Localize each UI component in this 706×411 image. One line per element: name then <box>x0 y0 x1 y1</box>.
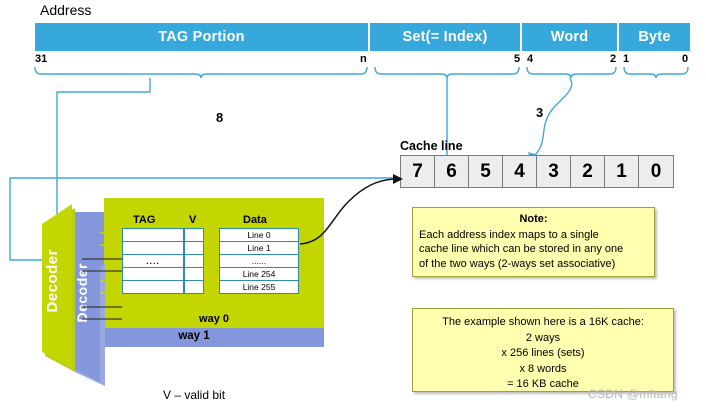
note-mapping: Note: Each address index maps to a singl… <box>412 207 655 277</box>
bit-number-0: 0 <box>682 53 689 65</box>
data-cell-line-255: Line 255 <box>219 280 299 294</box>
cache-line-word-1: 1 <box>605 156 639 187</box>
note-mapping-title: Note: <box>519 213 548 225</box>
note-cache-example: The example shown here is a 16K cache: 2… <box>412 308 674 392</box>
address-field-word: Word <box>522 23 619 51</box>
brace-byte <box>622 66 690 78</box>
tag-cell: .... <box>122 254 184 268</box>
note-mapping-line-3: of the two ways (2-ways set associative) <box>419 257 616 270</box>
data-column: Line 0 Line 1 ...... Line 254 Line 255 <box>219 228 299 294</box>
data-cell-line-1: Line 1 <box>219 241 299 255</box>
valid-bit-caption: V – valid bit <box>163 388 226 402</box>
tag-column: .... <box>122 228 184 294</box>
tag-cell <box>122 241 184 255</box>
bit-number-1: 1 <box>623 53 630 65</box>
bit-number-n: n <box>360 53 367 65</box>
valid-cell <box>184 228 204 242</box>
address-bar: TAG Portion Set(= Index) Word Byte <box>35 23 690 51</box>
note-example-line-5: = 16 KB cache <box>507 378 579 390</box>
tag-cell <box>122 267 184 281</box>
bit-number-5: 5 <box>514 53 521 65</box>
cache-line-word-4: 4 <box>503 156 537 187</box>
note-mapping-line-1: Each address index maps to a single <box>419 228 599 241</box>
column-header-valid: V <box>189 214 197 226</box>
valid-cell <box>184 241 204 255</box>
data-cell-line-254: Line 254 <box>219 267 299 281</box>
valid-cell <box>184 280 204 294</box>
decoder-way0-label: Decoder <box>44 249 61 313</box>
data-cell-ellipsis: ...... <box>219 254 299 268</box>
cache-line-label: Cache line <box>400 139 463 153</box>
brace-tag-portion <box>33 66 369 78</box>
note-mapping-line-2: cache line which can be stored in any on… <box>419 243 624 255</box>
decoder-shapes <box>20 196 135 386</box>
way0-label: way 0 <box>199 313 229 325</box>
valid-cell <box>184 254 204 268</box>
note-example-line-2: 2 ways <box>525 331 561 344</box>
note-example-line-1: The example shown here is a 16K cache: <box>442 316 644 328</box>
cache-line-word-5: 5 <box>469 156 503 187</box>
cache-line-box: 7 6 5 4 3 2 1 0 <box>400 155 674 188</box>
cache-line-word-3: 3 <box>537 156 571 187</box>
bit-number-31: 31 <box>35 53 48 65</box>
column-header-tag: TAG <box>133 214 156 226</box>
bit-number-2: 2 <box>610 53 617 65</box>
tag-cell <box>122 228 184 242</box>
valid-cell <box>184 267 204 281</box>
way1-label: way 1 <box>178 330 210 342</box>
note-example-line-3: x 256 lines (sets) <box>501 347 585 359</box>
index-bus-width-label: 8 <box>216 110 224 125</box>
address-field-set-index: Set(= Index) <box>370 23 522 51</box>
address-title: Address <box>40 2 92 18</box>
bit-number-4: 4 <box>527 53 534 65</box>
address-field-tag-portion: TAG Portion <box>35 23 370 51</box>
brace-word <box>525 66 618 78</box>
note-example-line-4: x 8 words <box>519 362 567 375</box>
cache-line-word-2: 2 <box>571 156 605 187</box>
data-cell-line-0: Line 0 <box>219 228 299 242</box>
cache-line-word-0: 0 <box>639 156 673 187</box>
column-header-data: Data <box>243 214 267 226</box>
valid-column <box>184 228 204 294</box>
address-field-byte: Byte <box>619 23 690 51</box>
tag-cell <box>122 280 184 294</box>
watermark: CSDN @mftang <box>588 387 678 401</box>
brace-set-index <box>373 66 521 78</box>
cache-line-word-6: 6 <box>435 156 469 187</box>
cache-line-word-7: 7 <box>401 156 435 187</box>
word-bus-width-label: 3 <box>536 105 544 120</box>
line0-to-cacheline-arrow <box>296 158 416 250</box>
